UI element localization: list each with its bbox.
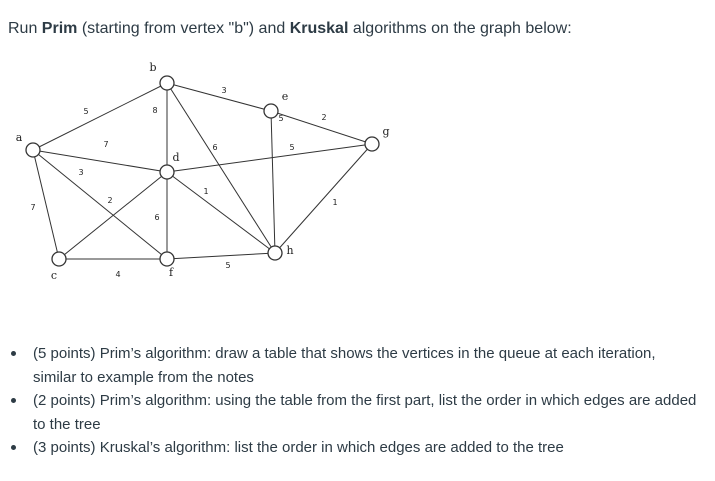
vertex-b xyxy=(159,75,175,91)
vertex-a xyxy=(25,142,41,158)
edge-a-c xyxy=(32,149,60,260)
weight-g-h: 1 xyxy=(332,198,337,207)
edge-weights: 5 7 7 3 8 3 6 2 4 6 5 1 2 5 1 5 xyxy=(30,86,337,279)
weight-d-h: 1 xyxy=(203,187,208,196)
edge-e-g xyxy=(270,110,373,145)
task-item-prim-edges: (2 points) Prim’s algorithm: using the t… xyxy=(11,389,703,436)
task-list: (5 points) Prim’s algorithm: draw a tabl… xyxy=(11,342,703,460)
vertex-label-d: d xyxy=(172,151,179,164)
vertex-label-e: e xyxy=(282,90,289,103)
edge-f-h xyxy=(166,252,276,260)
vertex-label-h: h xyxy=(286,244,293,257)
graph-figure: 5 7 7 3 8 3 6 2 4 6 5 1 2 5 1 5 a b c d e f g h xyxy=(16,61,390,282)
kruskal-keyword: Kruskal xyxy=(289,20,349,37)
weight-a-d: 7 xyxy=(103,140,108,149)
weight-a-b: 5 xyxy=(83,107,88,116)
edge-b-e xyxy=(166,82,272,112)
edge-b-h xyxy=(166,82,276,254)
vertex-label-b: b xyxy=(149,61,156,74)
vertex-labels: a b c d e f g h xyxy=(16,61,390,282)
vertex-e xyxy=(263,103,279,119)
task-item-kruskal-edges: (3 points) Kruskal’s algorithm: list the… xyxy=(11,436,703,460)
edge-d-g xyxy=(166,143,373,173)
vertex-f xyxy=(159,251,175,267)
weight-b-d: 8 xyxy=(152,106,157,115)
edge-d-h xyxy=(166,171,276,254)
vertex-h xyxy=(267,245,283,261)
vertex-c xyxy=(51,251,67,267)
graph-edges xyxy=(32,82,373,260)
vertex-label-g: g xyxy=(382,125,389,138)
edge-e-h xyxy=(270,110,276,254)
edge-a-d xyxy=(32,149,168,173)
vertex-label-f: f xyxy=(169,266,174,279)
edge-c-d xyxy=(58,171,168,260)
vertex-label-a: a xyxy=(16,131,23,144)
weight-e-g: 2 xyxy=(321,113,326,122)
weight-a-c: 7 xyxy=(30,203,35,212)
weight-c-f: 4 xyxy=(115,270,120,279)
weight-d-f: 6 xyxy=(154,213,159,222)
weight-b-e: 3 xyxy=(221,86,226,95)
edge-a-b xyxy=(32,82,168,151)
weight-f-h: 5 xyxy=(225,261,230,270)
weight-a-f: 3 xyxy=(78,168,83,177)
prim-keyword: Prim xyxy=(41,20,78,37)
vertex-g xyxy=(364,136,380,152)
weight-e-h: 5 xyxy=(278,114,283,123)
vertex-label-c: c xyxy=(51,269,57,282)
weight-d-g: 5 xyxy=(289,143,294,152)
weight-b-h: 6 xyxy=(212,143,217,152)
edge-g-h xyxy=(274,143,373,254)
question-text: Run Prim (starting from vertex "b") and … xyxy=(8,18,572,40)
question-part-1: Run xyxy=(8,20,42,37)
task-item-prim-table: (5 points) Prim’s algorithm: draw a tabl… xyxy=(11,342,703,389)
vertex-d xyxy=(159,164,175,180)
edge-a-f xyxy=(32,149,168,260)
question-part-2: (starting from vertex "b") and xyxy=(77,20,290,37)
graph-vertices xyxy=(25,75,380,267)
question-part-3: algorithms on the graph below: xyxy=(348,20,572,37)
weight-c-d: 2 xyxy=(107,196,112,205)
